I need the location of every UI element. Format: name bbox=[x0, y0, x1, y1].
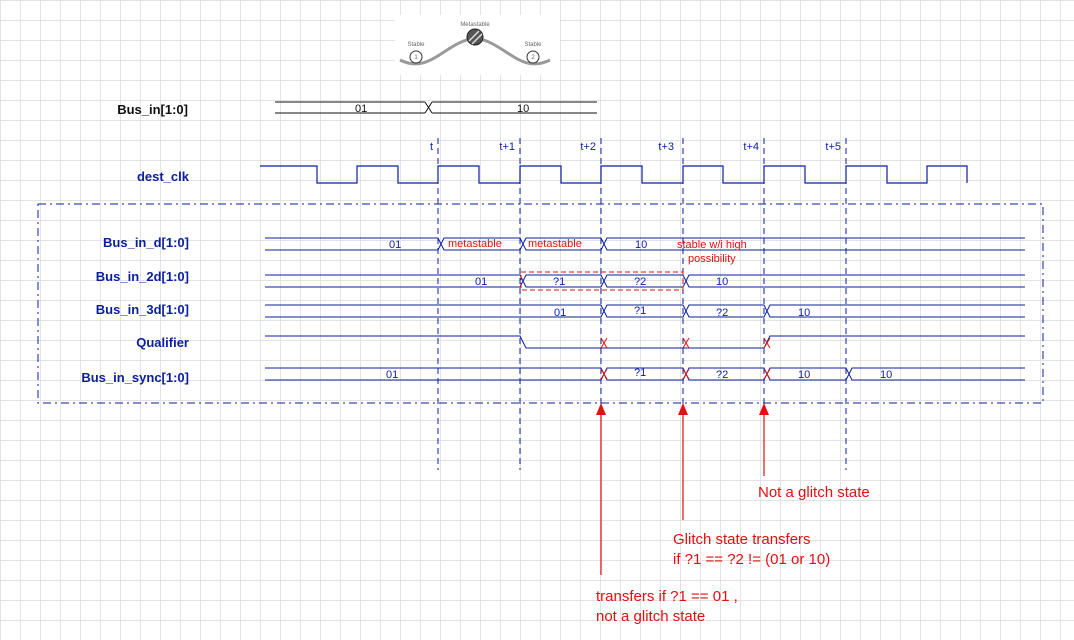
time-label-t5: t+5 bbox=[825, 141, 841, 153]
bus-in-3d-value-01: 01 bbox=[554, 307, 566, 319]
note-transfer-line2: not a glitch state bbox=[596, 608, 705, 625]
inset-stable-left-label: Stable bbox=[407, 42, 425, 48]
qualifier-waveform bbox=[265, 335, 1025, 349]
note-glitch-line1: Glitch state transfers bbox=[673, 531, 811, 548]
bus-in-2d-value-10: 10 bbox=[716, 276, 728, 288]
time-labels: t t+1 t+2 t+3 t+4 t+5 bbox=[430, 141, 841, 153]
dest-clk-signal: dest_clk bbox=[137, 165, 968, 184]
stable-ball-left bbox=[409, 50, 423, 64]
bus-in-d-metastable-2: metastable bbox=[528, 238, 582, 250]
bus-in-3d-signal: Bus_in_3d[1:0] 01 ?1 ?2 10 bbox=[96, 302, 1025, 319]
note-not-glitch: Not a glitch state bbox=[758, 484, 870, 501]
sync-red-marks bbox=[600, 368, 771, 380]
bus-in-sync-label: Bus_in_sync[1:0] bbox=[81, 370, 189, 385]
bus-in-d-stable-note-1: stable w/i high bbox=[677, 239, 747, 251]
bus-in-sync-value-01: 01 bbox=[386, 369, 398, 381]
bus-in-d-stable-note-2: possibility bbox=[688, 253, 736, 265]
time-label-t3: t+3 bbox=[658, 141, 674, 153]
bus-in-3d-label: Bus_in_3d[1:0] bbox=[96, 302, 189, 317]
bus-in-2d-signal: Bus_in_2d[1:0] 01 ?1 ?2 10 bbox=[96, 269, 1025, 291]
qualifier-red-marks bbox=[600, 337, 771, 349]
note-glitch-line2: if ?1 == ?2 != (01 or 10) bbox=[673, 551, 830, 568]
bus-in-signal: Bus_in[1:0] 01 10 bbox=[117, 101, 597, 117]
bus-in-label: Bus_in[1:0] bbox=[117, 102, 188, 117]
bus-in-2d-label: Bus_in_2d[1:0] bbox=[96, 269, 189, 284]
inset-num-left: 1 bbox=[414, 55, 418, 61]
bus-in-d-metastable-1: metastable bbox=[448, 238, 502, 250]
bus-in-3d-value-q1: ?1 bbox=[634, 305, 646, 317]
qualifier-signal: Qualifier bbox=[136, 335, 1025, 350]
note-transfer-line1: transfers if ?1 == 01 , bbox=[596, 588, 738, 605]
annotation-arrows bbox=[596, 403, 769, 575]
bus-in-value-10: 10 bbox=[517, 103, 529, 115]
bus-in-sync-value-q2: ?2 bbox=[716, 369, 728, 381]
bus-in-2d-value-q1: ?1 bbox=[553, 276, 565, 288]
dest-clk-waveform bbox=[260, 165, 968, 184]
sync-domain-box bbox=[37, 203, 1044, 404]
bus-in-d-label: Bus_in_d[1:0] bbox=[103, 235, 189, 250]
edge-lines bbox=[437, 138, 847, 470]
bus-in-3d-value-10: 10 bbox=[798, 307, 810, 319]
qualifier-label: Qualifier bbox=[136, 335, 189, 350]
bus-in-sync-value-q1: ?1 bbox=[634, 367, 646, 379]
bus-in-sync-value-10b: 10 bbox=[880, 369, 892, 381]
inset-num-right: 2 bbox=[531, 55, 535, 61]
time-label-t2: t+2 bbox=[580, 141, 596, 153]
bus-in-d-signal: Bus_in_d[1:0] 01 metastable metastable 1… bbox=[103, 235, 1025, 265]
bus-in-value-01: 01 bbox=[355, 103, 367, 115]
time-label-t1: t+1 bbox=[499, 141, 515, 153]
dest-clk-label: dest_clk bbox=[137, 169, 190, 184]
time-label-t: t bbox=[430, 141, 433, 153]
bus-in-2d-value-q2: ?2 bbox=[634, 276, 646, 288]
time-label-t4: t+4 bbox=[743, 141, 759, 153]
inset-stable-right-label: Stable bbox=[524, 42, 542, 48]
bus-in-d-value-10: 10 bbox=[635, 239, 647, 251]
stable-ball-right bbox=[526, 50, 540, 64]
bus-in-sync-signal: Bus_in_sync[1:0] 01 ?1 ?2 10 10 bbox=[81, 367, 1025, 385]
metastable-ball bbox=[466, 28, 484, 46]
bus-in-3d-value-q2: ?2 bbox=[716, 307, 728, 319]
metastability-inset: Metastable Stable Stable 1 2 bbox=[395, 15, 560, 75]
bus-in-2d-glitch-window bbox=[520, 271, 684, 291]
bus-in-2d-value-01: 01 bbox=[475, 276, 487, 288]
inset-metastable-label: Metastable bbox=[460, 22, 490, 28]
bus-in-d-value-01: 01 bbox=[389, 239, 401, 251]
bus-in-sync-value-10a: 10 bbox=[798, 369, 810, 381]
